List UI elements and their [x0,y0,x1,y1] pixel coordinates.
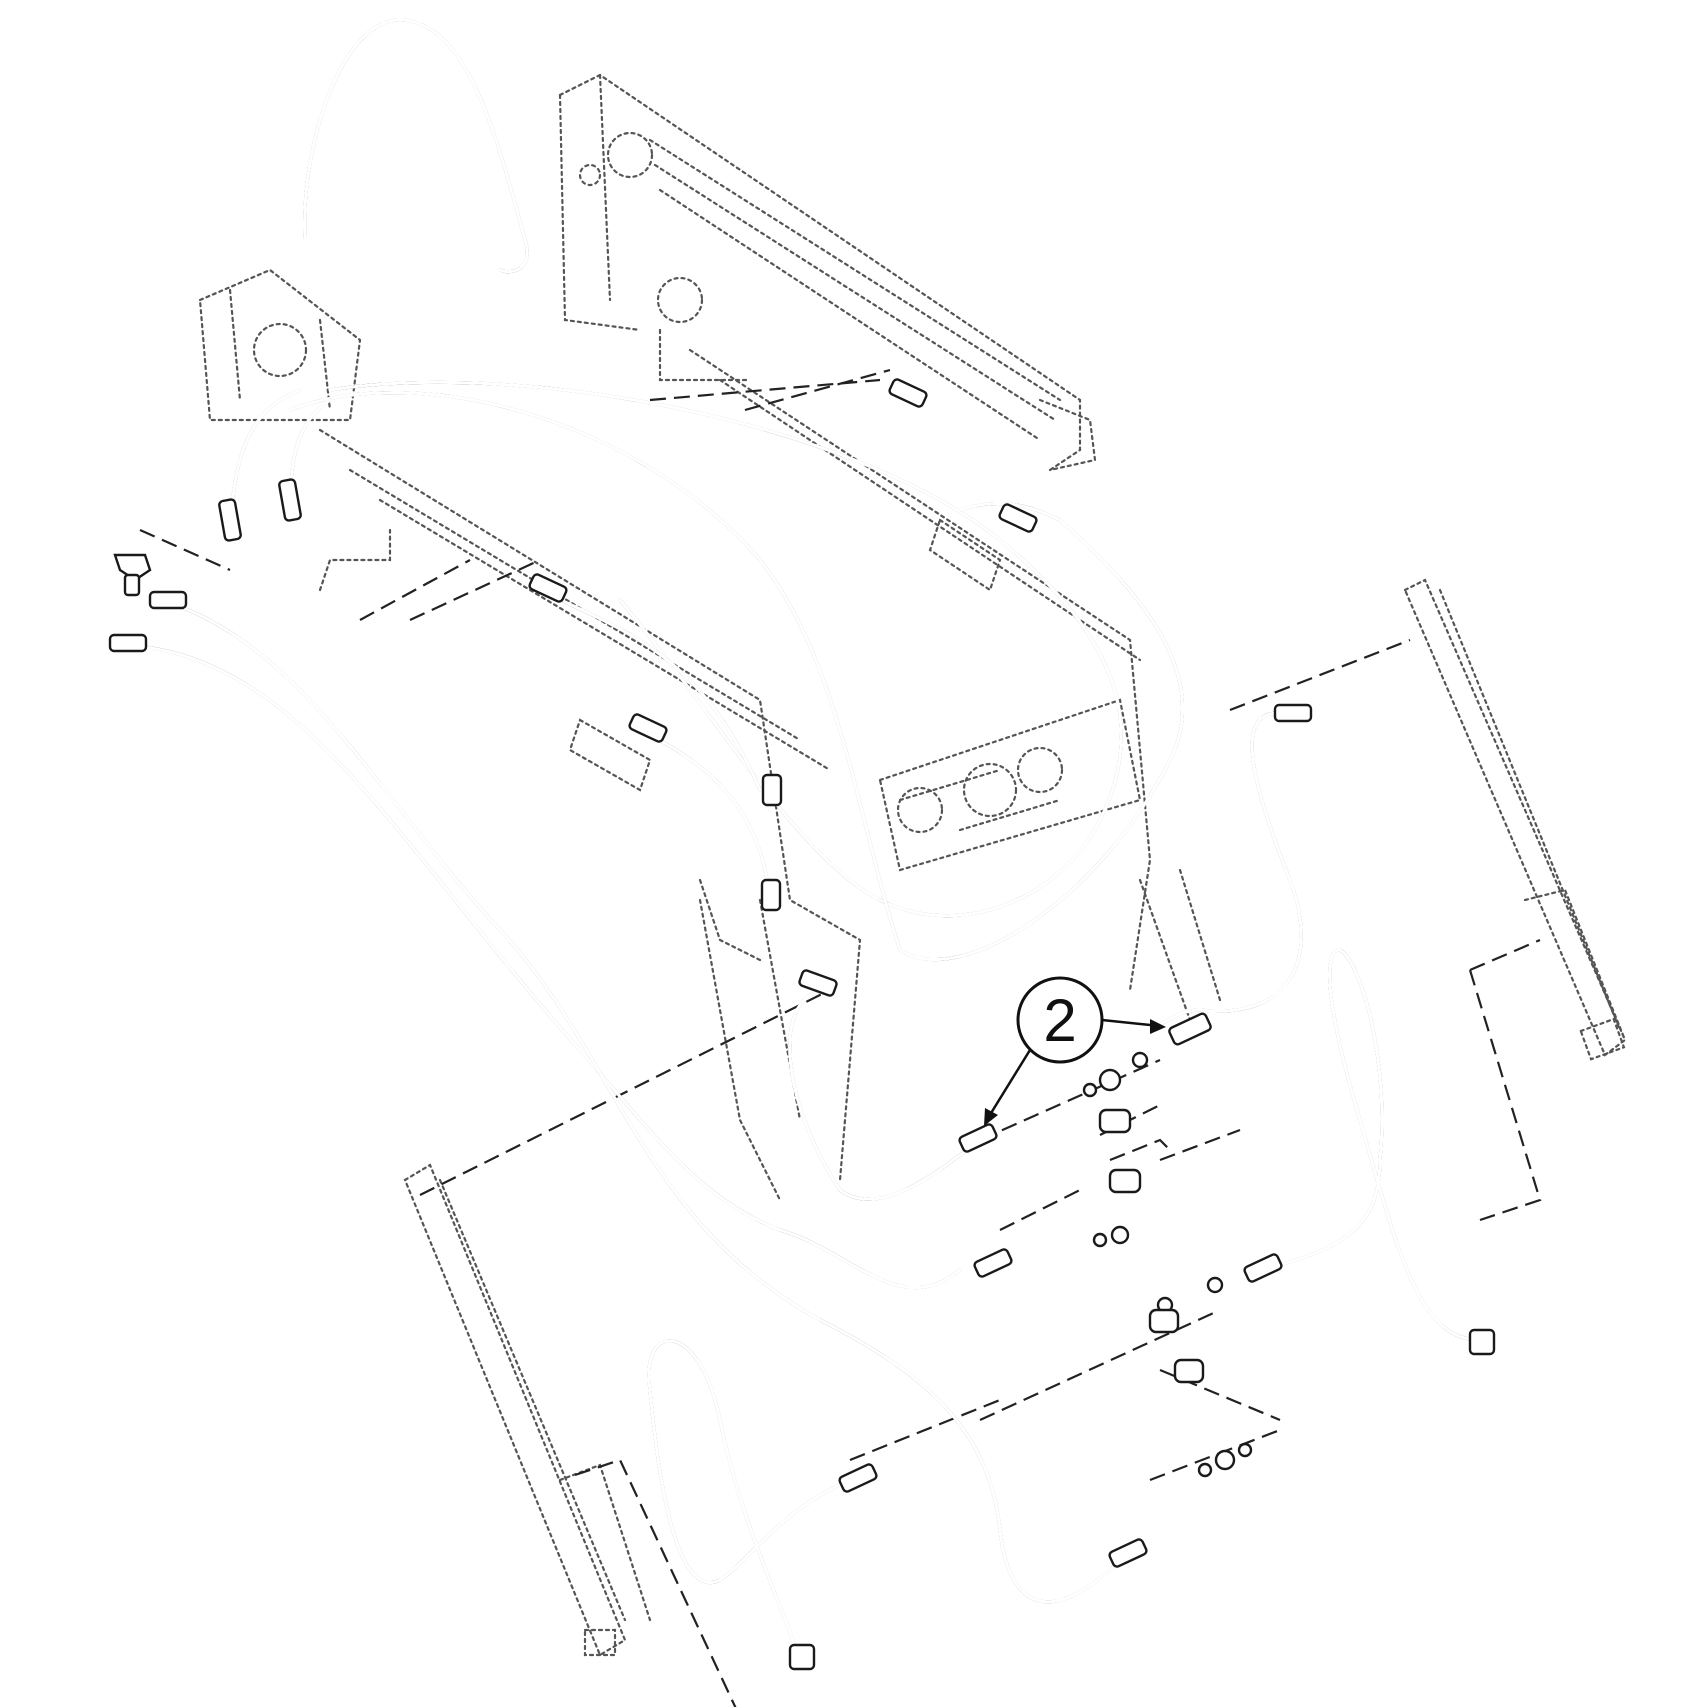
phantom-cylinder-left [403,1163,737,1707]
hose-lower-long-a [118,643,962,1290]
hose-lower-long-b [158,598,1122,1604]
hose-long-loop-upper [328,380,1123,918]
arrowhead-right [1150,1019,1166,1034]
hose-bottom-u [647,1339,852,1662]
hose-center-j [788,988,982,1201]
callout-number: 2 [1043,987,1076,1054]
callout-arrow-lower [986,1049,1032,1119]
phantom-cylinder-right [1403,578,1627,1222]
phantom-loader-frame [198,73,1222,1202]
hose-left-short-pair [228,388,332,532]
hose-long-loop-outer [288,391,1185,962]
callout-2: 2 [984,976,1166,1126]
hose-top-u [302,18,529,274]
hose-end-fittings [108,378,1496,1671]
hose-center-short [538,588,772,902]
hose-right-s [1148,711,1303,1032]
hose-right-u [1258,948,1482,1342]
arrowhead-lower [984,1108,998,1126]
assembly-leader-lines [139,368,1411,1482]
